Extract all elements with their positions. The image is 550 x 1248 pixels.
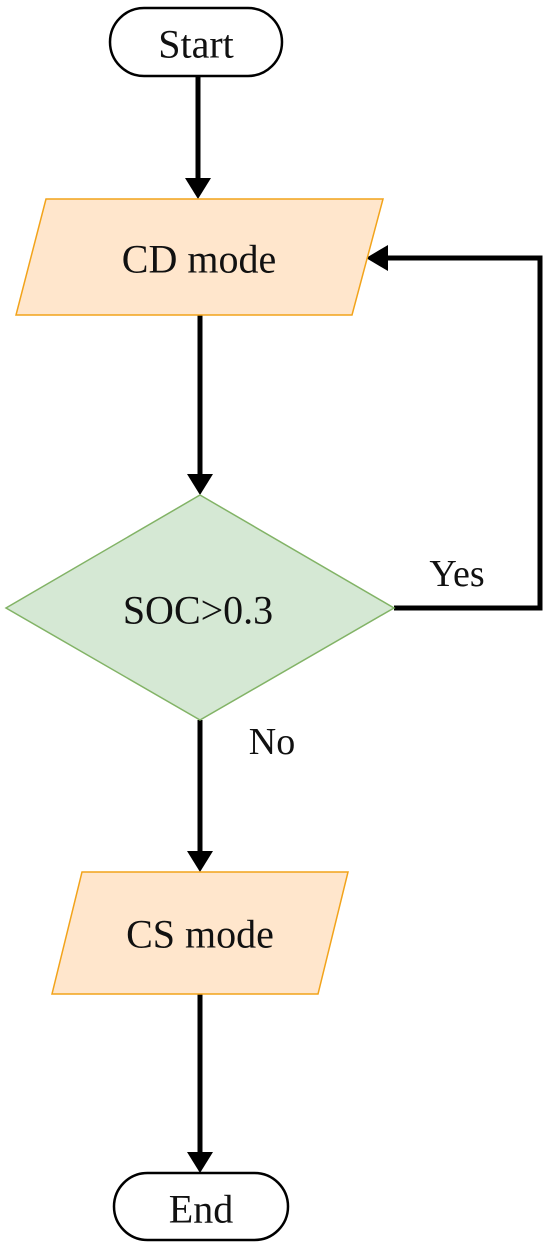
decision-label: SOC>0.3: [123, 588, 273, 633]
end-node: End: [112, 1171, 290, 1242]
start-label: Start: [158, 22, 234, 67]
arrowhead-start-to-cd-mode: [185, 178, 211, 199]
arrowhead-decision-no-to-cs-mode: [187, 851, 213, 872]
cd-mode-node: CD mode: [15, 198, 384, 316]
cs-mode-parallelogram-shape: [51, 871, 349, 995]
start-node: Start: [108, 6, 284, 78]
arrowhead-cd-mode-to-decision: [187, 474, 213, 495]
decision-node: SOC>0.3: [4, 494, 396, 721]
cd-mode-parallelogram-shape: [15, 198, 384, 316]
yes-edge-label: Yes: [429, 553, 484, 595]
start-terminal-shape: [108, 6, 284, 78]
end-terminal-shape: [112, 1171, 290, 1242]
end-label: End: [169, 1187, 233, 1232]
arrowhead-decision-yes-loop: [366, 245, 388, 271]
no-edge-label: No: [249, 721, 295, 763]
edge-decision-yes-loop: [380, 255, 543, 611]
soc-decision-diamond-shape: [4, 494, 396, 721]
cs-mode-label: CS mode: [126, 912, 274, 957]
cd-mode-label: CD mode: [122, 237, 276, 282]
arrowhead-cs-mode-to-end: [187, 1152, 213, 1173]
cs-mode-node: CS mode: [51, 871, 349, 995]
connectors: [185, 76, 543, 1173]
